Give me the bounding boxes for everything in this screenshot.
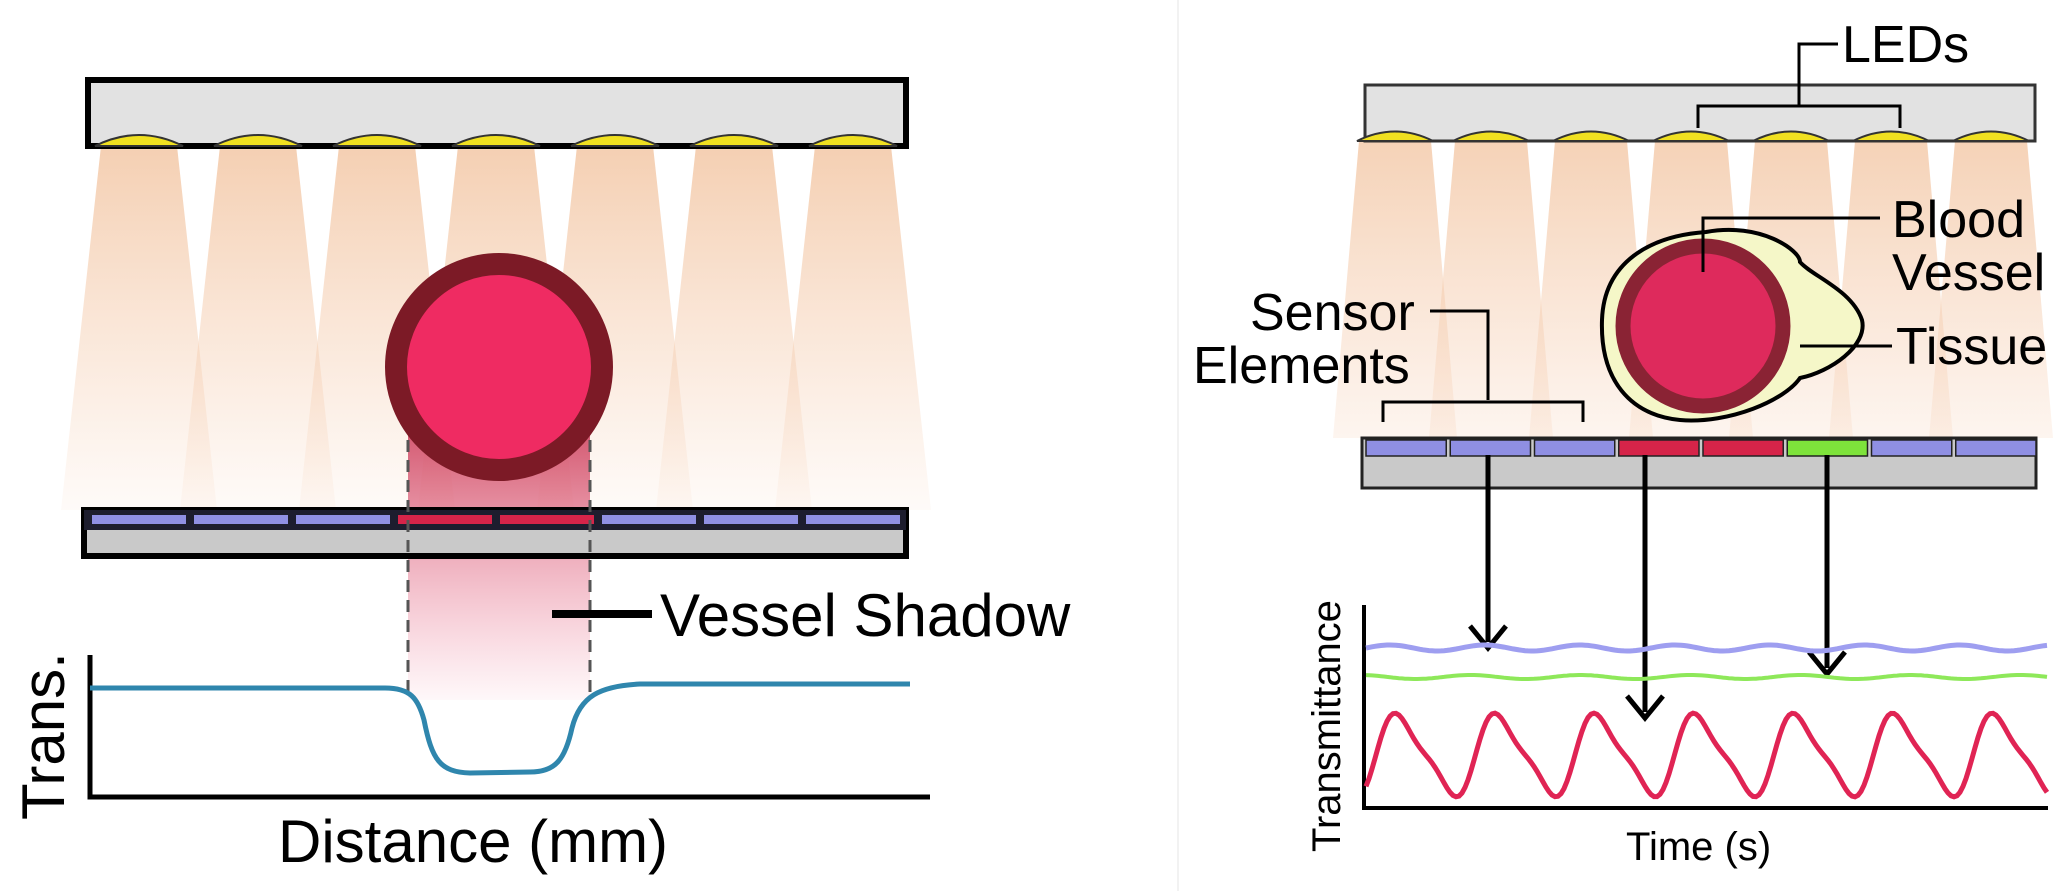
sensor-element xyxy=(194,515,288,524)
light-cone xyxy=(1829,141,1953,438)
led xyxy=(332,134,422,147)
sensor-label-line2: Elements xyxy=(1193,337,1410,395)
sensor-element xyxy=(602,515,696,524)
led xyxy=(1652,130,1730,142)
left-axes xyxy=(87,655,930,800)
right-axes xyxy=(1362,605,2048,810)
sensor-element xyxy=(1786,439,1869,457)
sensor-bracket xyxy=(1381,400,1585,422)
light-cone xyxy=(775,146,931,510)
blood-vessel-label-line2: Vessel xyxy=(1892,244,2045,302)
sensor-element xyxy=(1702,439,1784,457)
sensor-element xyxy=(1955,439,2037,457)
leds-right xyxy=(1356,130,2030,142)
light-cone xyxy=(1333,141,1457,438)
sensor-element xyxy=(1533,439,1616,457)
led xyxy=(1952,130,2030,142)
led xyxy=(808,134,898,147)
blood-vessel-leader xyxy=(1701,216,1880,272)
sensor-elements-left xyxy=(92,515,900,524)
red-trace xyxy=(1363,710,2050,800)
right-x-axis-label: Time (s) xyxy=(1626,825,1771,869)
light-cone xyxy=(180,146,336,510)
sensor-arrows xyxy=(1468,455,1847,722)
light-cone xyxy=(1429,141,1553,438)
blue-trace xyxy=(1365,642,2048,654)
tissue-label: Tissue xyxy=(1896,318,2047,376)
sensor-strip-left xyxy=(84,510,906,530)
led xyxy=(213,134,303,147)
led xyxy=(1552,130,1630,142)
leds-leader xyxy=(1797,42,1838,106)
sensor-element xyxy=(500,515,594,524)
led xyxy=(570,134,660,147)
sensor-element xyxy=(1870,439,1953,457)
light-cone xyxy=(1929,141,2053,438)
led xyxy=(94,134,184,147)
sensor-element xyxy=(1449,439,1532,457)
leds-label: LEDs xyxy=(1842,16,1969,74)
sensor-element xyxy=(806,515,900,524)
light-cone xyxy=(61,146,217,510)
led xyxy=(451,134,541,147)
sensor-element xyxy=(1618,439,1700,457)
blood-vessel-left xyxy=(385,253,613,481)
transmission-trace xyxy=(90,681,910,776)
sensor-element xyxy=(92,515,186,524)
led xyxy=(1752,130,1830,142)
right-y-axis-label: Transmittance xyxy=(1305,600,1349,852)
led xyxy=(1356,130,1434,142)
led xyxy=(689,134,779,147)
sensor-label-line1: Sensor xyxy=(1250,284,1415,342)
blood-vessel-label-line1: Blood xyxy=(1892,191,2025,249)
left-x-axis-label: Distance (mm) xyxy=(278,808,668,875)
green-trace xyxy=(1365,673,2048,681)
led xyxy=(1452,130,1530,142)
left-y-axis-label: Trans. xyxy=(10,652,77,820)
right-panel: LEDs Blood Vessel Tissue Sensor Elements xyxy=(1193,16,2053,869)
light-cone xyxy=(656,146,812,510)
sensor-element xyxy=(398,515,492,524)
sensor-element xyxy=(704,515,798,524)
left-panel: Vessel Shadow Trans. Distance (mm) xyxy=(10,77,1071,875)
sensor-leader xyxy=(1430,309,1490,400)
sensor-elements-right xyxy=(1365,439,2037,457)
sensor-element xyxy=(1365,439,1447,457)
led xyxy=(1852,130,1930,142)
leds-left xyxy=(94,134,898,147)
sensor-element xyxy=(296,515,390,524)
vessel-shadow-label: Vessel Shadow xyxy=(660,582,1071,649)
